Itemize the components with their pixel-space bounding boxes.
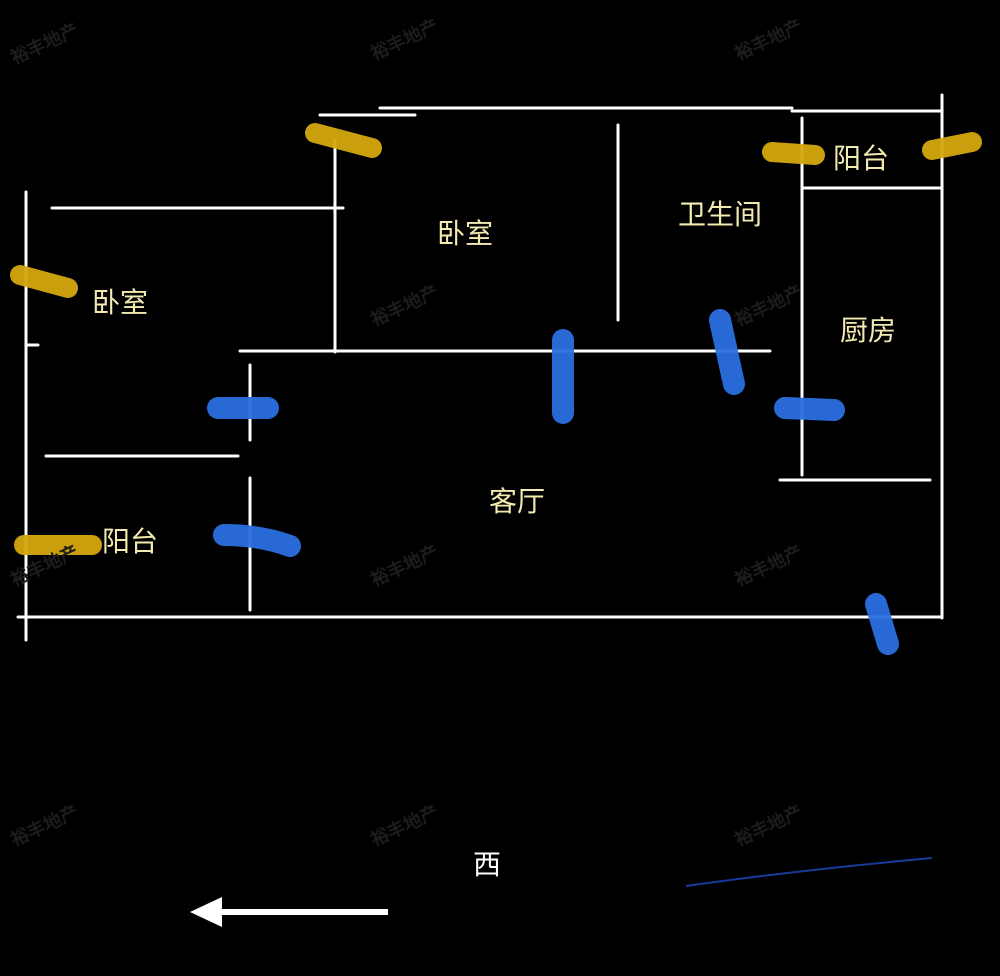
room-label-balcony-top: 阳台 bbox=[832, 142, 890, 175]
pen-stroke bbox=[685, 857, 933, 887]
room-label-bedroom-left: 卧室 bbox=[91, 286, 149, 319]
room-label-kitchen: 厨房 bbox=[839, 314, 897, 347]
compass-direction: 西 bbox=[472, 848, 502, 881]
windows bbox=[10, 123, 982, 555]
arrow-head-icon bbox=[190, 897, 222, 927]
doors bbox=[207, 309, 899, 655]
room-label-bedroom-main: 卧室 bbox=[436, 217, 494, 250]
room-label-bathroom: 卫生间 bbox=[677, 198, 763, 231]
room-label-balcony-left: 阳台 bbox=[101, 525, 159, 558]
west-arrow bbox=[190, 897, 388, 927]
room-label-living-room: 客厅 bbox=[488, 485, 546, 518]
